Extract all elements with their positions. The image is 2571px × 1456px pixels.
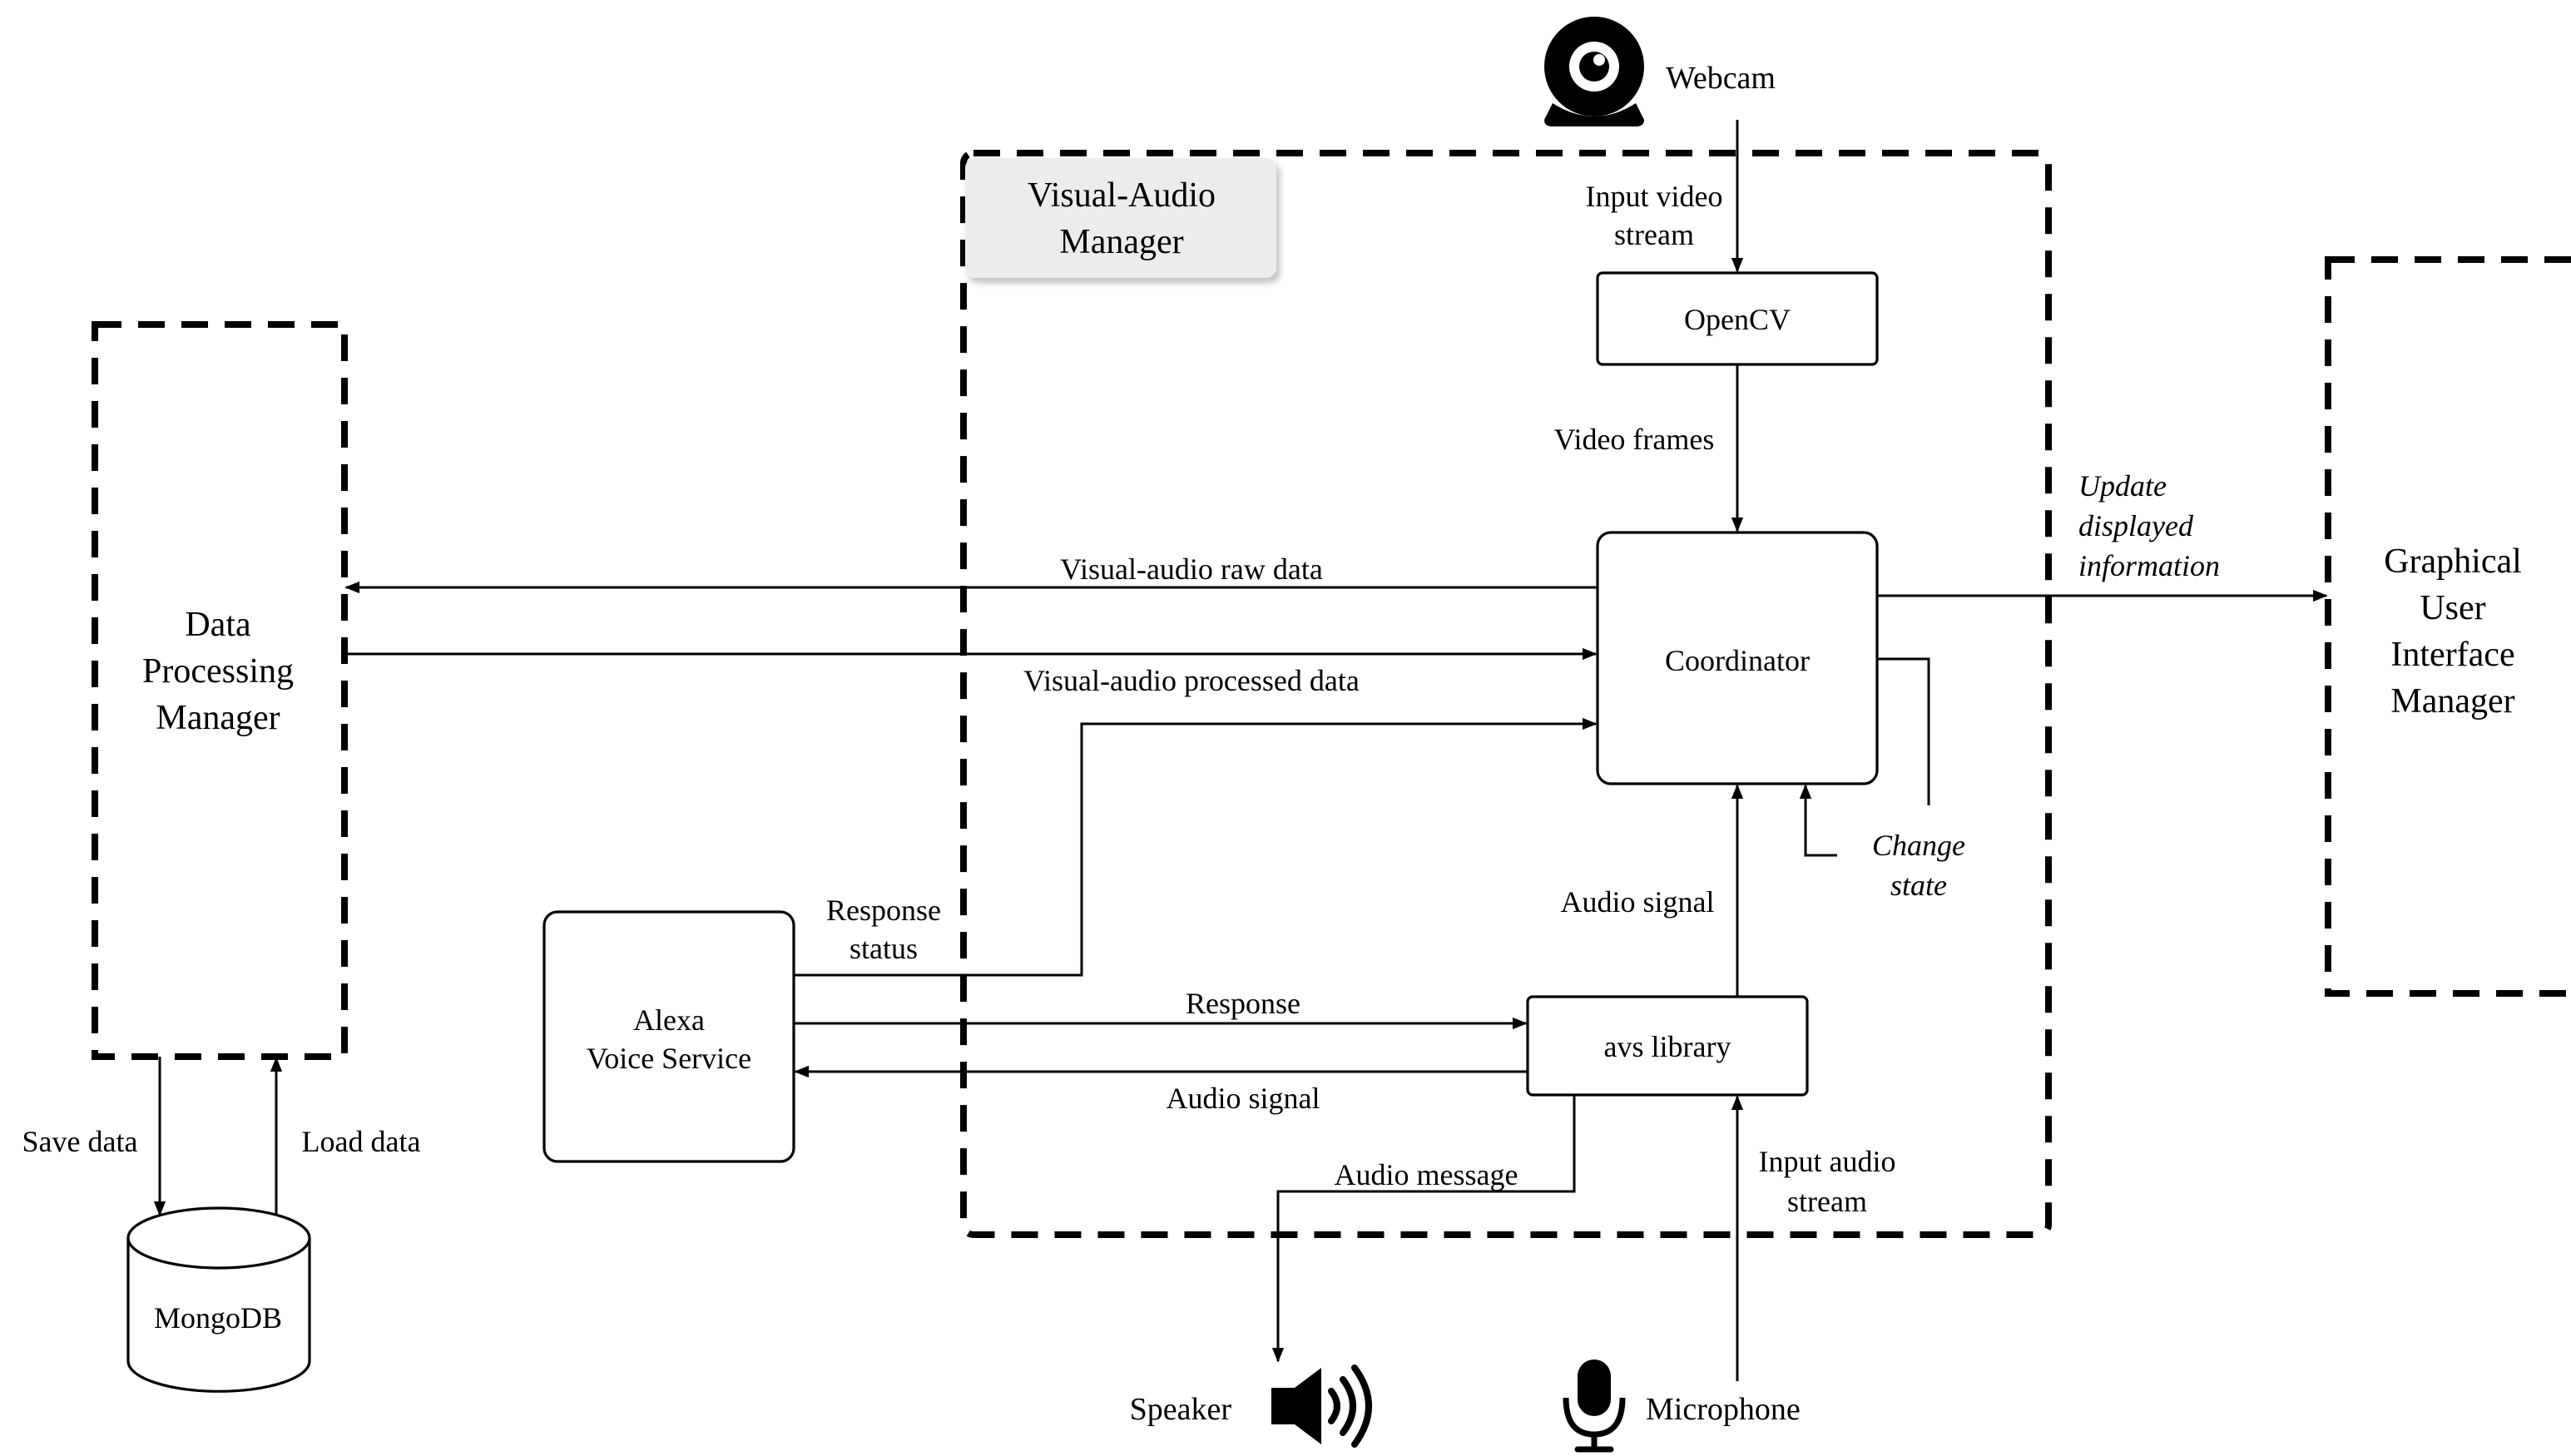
input-audio-label-line1: Input audio bbox=[1759, 1145, 1896, 1178]
opencv-label: OpenCV bbox=[1684, 303, 1791, 336]
avs-library-box bbox=[1526, 995, 1809, 1097]
data-processing-manager-boundary bbox=[92, 321, 348, 1060]
mongodb-cylinder bbox=[126, 1206, 311, 1393]
input-audio-label-line2: stream bbox=[1787, 1185, 1867, 1218]
gui-label-line4: Manager bbox=[2390, 682, 2514, 721]
input-video-label-line1: Input video bbox=[1586, 180, 1723, 213]
visual-audio-manager-tab bbox=[965, 158, 1276, 278]
visual-audio-manager-boundary bbox=[960, 150, 2052, 1238]
video-frames-label: Video frames bbox=[1554, 423, 1715, 456]
arrow-audio-message-to-speaker bbox=[1271, 1095, 1576, 1363]
raw-data-label: Visual-audio raw data bbox=[1060, 552, 1323, 586]
alexa-label-line2: Voice Service bbox=[587, 1042, 751, 1075]
audio-signal-up-label: Audio signal bbox=[1561, 885, 1715, 919]
load-data-label: Load data bbox=[302, 1125, 421, 1158]
change-state-label-line2: state bbox=[1890, 869, 1947, 902]
avs-library-label: avs library bbox=[1604, 1030, 1731, 1063]
dpm-label-line2: Processing bbox=[142, 652, 294, 691]
arrow-response-status-to-coordinator bbox=[794, 717, 1598, 977]
arrow-change-state-loop bbox=[1877, 657, 1930, 805]
processed-data-label: Visual-audio processed data bbox=[1023, 664, 1360, 697]
mongodb-label: MongoDB bbox=[154, 1301, 282, 1335]
microphone-icon bbox=[1563, 1359, 1626, 1453]
microphone-label: Microphone bbox=[1646, 1392, 1801, 1427]
gui-label-line1: Graphical bbox=[2384, 542, 2522, 581]
visual-audio-manager-title-line1: Visual-Audio bbox=[1028, 176, 1216, 215]
audio-message-label: Audio message bbox=[1335, 1158, 1518, 1191]
gui-label-line2: User bbox=[2420, 589, 2485, 627]
update-label-line2: displayed bbox=[2078, 509, 2194, 542]
visual-audio-manager-title-line2: Manager bbox=[1059, 223, 1183, 261]
gui-label-line3: Interface bbox=[2390, 636, 2514, 674]
alexa-voice-service-box bbox=[542, 910, 795, 1163]
response-status-label-line2: status bbox=[850, 932, 918, 965]
webcam-icon bbox=[1544, 17, 1644, 126]
webcam-label: Webcam bbox=[1666, 61, 1776, 96]
dpm-label-line1: Data bbox=[185, 606, 251, 644]
dpm-label-line3: Manager bbox=[156, 699, 280, 737]
change-state-label-line1: Change bbox=[1872, 829, 1965, 862]
arrow-change-state-return bbox=[1799, 784, 1837, 857]
update-label-line1: Update bbox=[2078, 469, 2167, 503]
alexa-label-line1: Alexa bbox=[633, 1003, 705, 1037]
speaker-label: Speaker bbox=[1130, 1392, 1232, 1427]
update-label-line3: information bbox=[2078, 549, 2220, 582]
response-status-label-line1: Response bbox=[826, 894, 941, 927]
speaker-icon bbox=[1271, 1364, 1372, 1448]
coordinator-label: Coordinator bbox=[1665, 644, 1810, 677]
gui-manager-boundary bbox=[2325, 256, 2571, 997]
response-label: Response bbox=[1186, 987, 1300, 1020]
audio-signal-left-label: Audio signal bbox=[1167, 1082, 1320, 1115]
input-video-label-line2: stream bbox=[1614, 218, 1694, 251]
save-data-label: Save data bbox=[22, 1125, 138, 1158]
